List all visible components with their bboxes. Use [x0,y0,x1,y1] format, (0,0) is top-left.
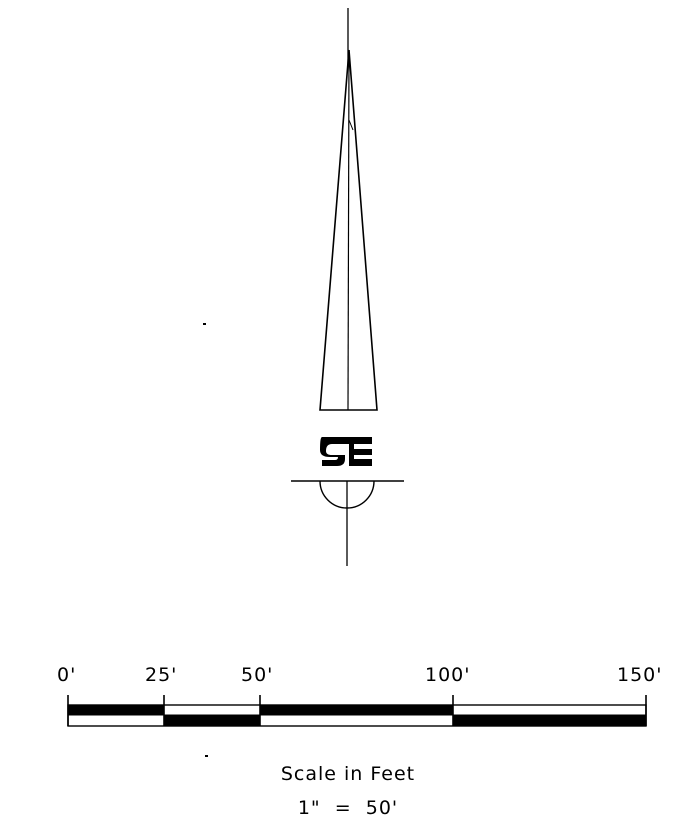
scale-label-0: 0' [57,664,77,686]
north-arrow-centerline [347,49,350,411]
stray-mark-2 [205,755,208,757]
scale-label-25: 25' [145,664,178,686]
scale-bar [67,695,647,727]
north-arrow-tip-mark [348,119,354,131]
scale-caption: Scale in Feet [280,763,416,785]
scale-segment-25-50-bottom [164,715,260,726]
scale-ratio: 1" = 50' [297,797,399,819]
scale-segment-100-150-bottom [453,715,646,726]
scale-label-100: 100' [425,664,471,686]
ge-logo-mark [320,437,372,466]
scale-label-50: 50' [241,664,274,686]
scale-label-150: 150' [617,664,663,686]
stray-mark-1 [203,323,206,325]
scale-segment-50-100-top [260,705,453,715]
scale-segment-0-25-top [68,705,164,715]
north-arrow [291,8,404,566]
